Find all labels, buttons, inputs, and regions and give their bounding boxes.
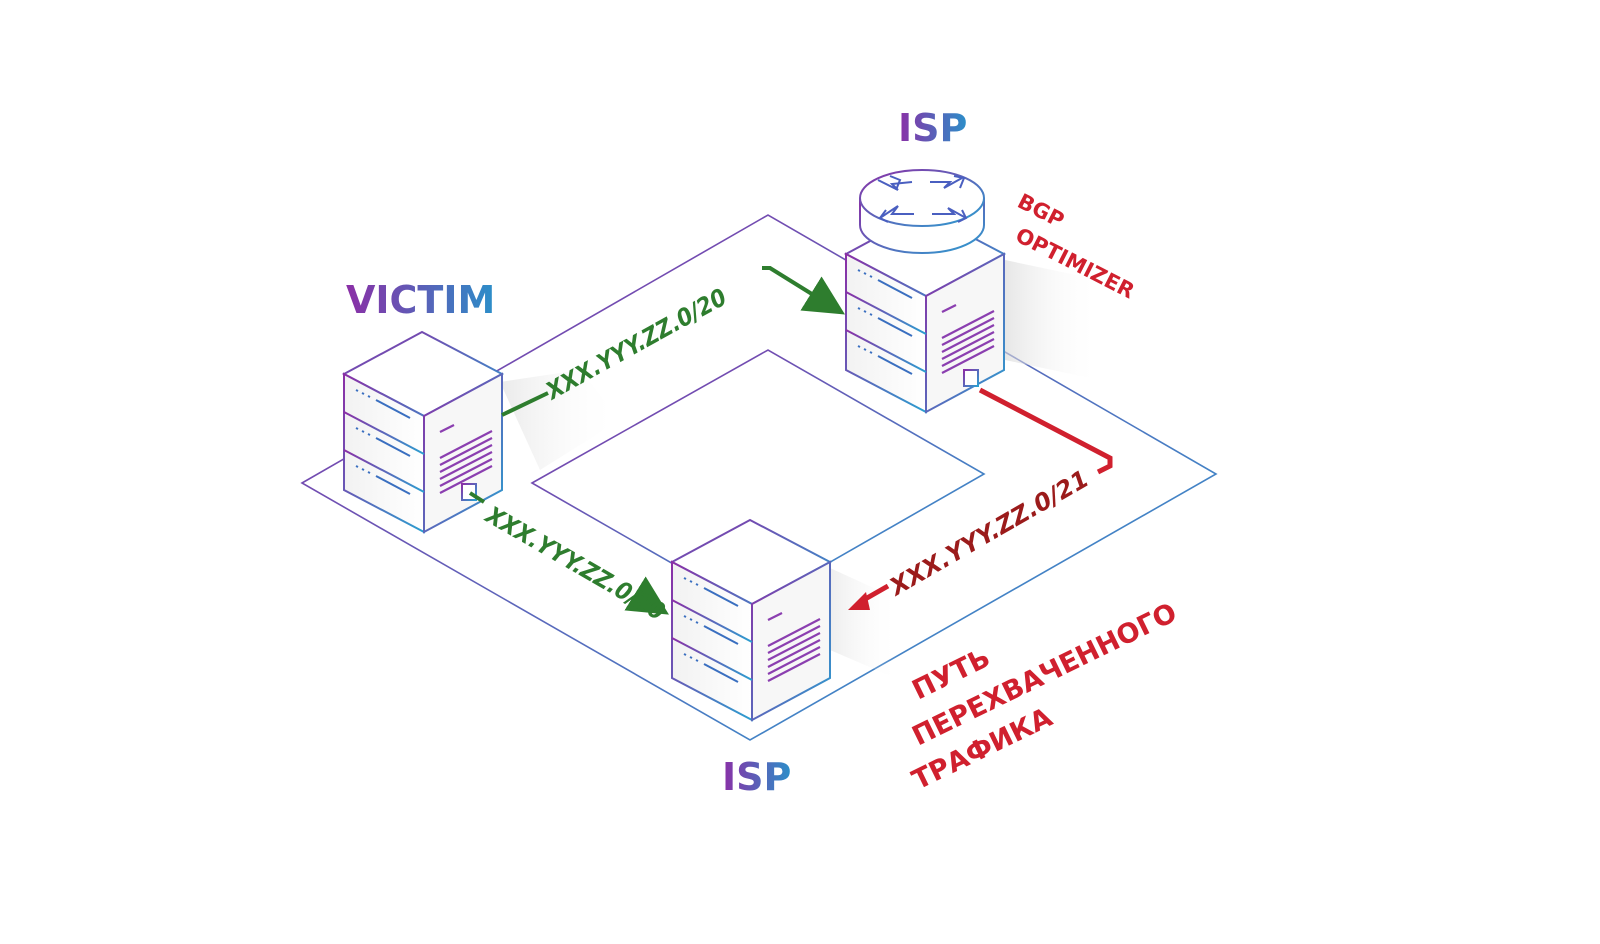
isp-bottom-label: ISP [722,755,791,799]
route-victim-isp-bottom [468,491,669,615]
victim-server [342,330,504,534]
route-label-hijacked: XXX.YYY.ZZ.0/21 [883,465,1093,603]
route-hijacked [848,387,1113,610]
victim-label: VICTIM [346,278,495,322]
network-plane-outer [300,214,1218,741]
isp-top-label: ISP [898,106,967,150]
route-victim-isp-top [501,266,845,417]
route-label-victim-isp-bottom: XXX.YYY.ZZ.0/20 [479,500,669,626]
isp-top-server [844,210,1006,414]
router-icon [859,169,985,254]
isp-bottom-server [670,518,832,722]
